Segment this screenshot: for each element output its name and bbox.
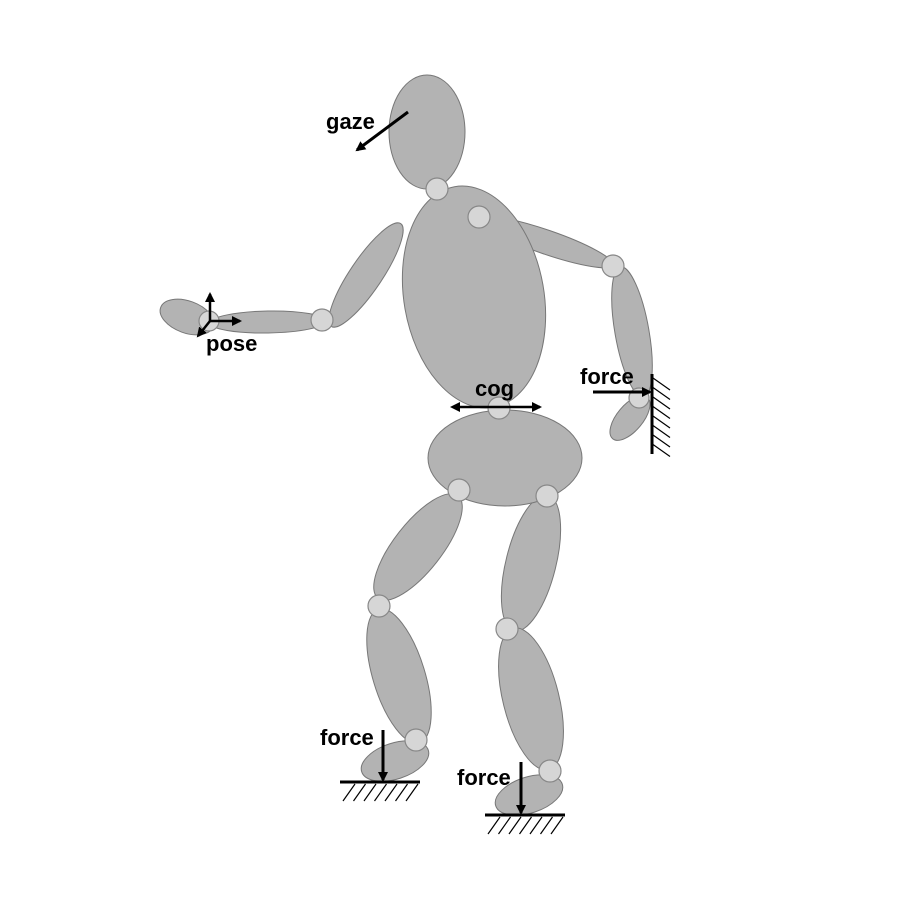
joint-knee-right bbox=[495, 617, 519, 641]
ground-hatch-mark bbox=[508, 816, 522, 835]
ground-hatch-mark bbox=[405, 783, 419, 802]
right-foot-force-label: force bbox=[457, 765, 511, 790]
ground-hatch-mark bbox=[498, 816, 511, 835]
wall-hatch-mark bbox=[652, 434, 671, 448]
wall-hatch-mark bbox=[652, 425, 671, 438]
left-foot-force-label: force bbox=[320, 725, 374, 750]
ground-left-hatch bbox=[342, 783, 419, 802]
joint-hip-right bbox=[535, 484, 559, 508]
joint-elbow-right bbox=[601, 254, 625, 278]
ground-hatch-mark bbox=[529, 816, 543, 835]
hand-force-annotation: force bbox=[580, 364, 671, 457]
foot-right bbox=[494, 774, 564, 816]
ground-hatch-mark bbox=[487, 816, 501, 835]
joint-neck bbox=[425, 177, 449, 201]
head bbox=[388, 74, 466, 190]
wall-hatch-mark bbox=[652, 415, 671, 429]
ground-hatch-mark bbox=[363, 783, 377, 802]
body-segments bbox=[159, 74, 653, 816]
wall-hatch-mark bbox=[652, 444, 671, 457]
wall-hatch-mark bbox=[652, 406, 671, 419]
wall-hatch bbox=[652, 377, 671, 457]
ground-hatch-mark bbox=[540, 816, 553, 835]
joint-elbow-left bbox=[310, 308, 334, 332]
ground-hatch-mark bbox=[519, 816, 532, 835]
joint-hip-left bbox=[447, 478, 471, 502]
wall-hatch-mark bbox=[652, 396, 671, 410]
joint-shoulder-right bbox=[467, 205, 491, 229]
gaze-arrow bbox=[355, 110, 409, 152]
cog-annotation: cog bbox=[450, 376, 542, 412]
pose-axis-out bbox=[196, 320, 211, 338]
joint-knee-left bbox=[367, 594, 391, 618]
gaze-label: gaze bbox=[326, 109, 375, 134]
foot-left bbox=[360, 740, 430, 782]
joint-ankle-right bbox=[538, 759, 562, 783]
hand-force-label: force bbox=[580, 364, 634, 389]
cog-label: cog bbox=[475, 376, 514, 401]
left-foot-force-annotation: force bbox=[320, 725, 420, 802]
ground-hatch-mark bbox=[342, 783, 356, 802]
ground-hatch-mark bbox=[374, 783, 387, 802]
pose-annotation: pose bbox=[196, 292, 257, 356]
ground-hatch-mark bbox=[550, 816, 564, 835]
wall-hatch-mark bbox=[652, 377, 671, 391]
gaze-annotation: gaze bbox=[326, 109, 409, 152]
ground-hatch-mark bbox=[395, 783, 408, 802]
right-foot-force-annotation: force bbox=[457, 762, 565, 835]
ground-hatch-mark bbox=[384, 783, 398, 802]
ground-right-hatch bbox=[487, 816, 564, 835]
thigh-right bbox=[500, 494, 562, 632]
shin-right bbox=[498, 627, 564, 771]
joint-ankle-left bbox=[404, 728, 428, 752]
wall-hatch-mark bbox=[652, 387, 671, 400]
ground-hatch-mark bbox=[353, 783, 366, 802]
pose-label: pose bbox=[206, 331, 257, 356]
